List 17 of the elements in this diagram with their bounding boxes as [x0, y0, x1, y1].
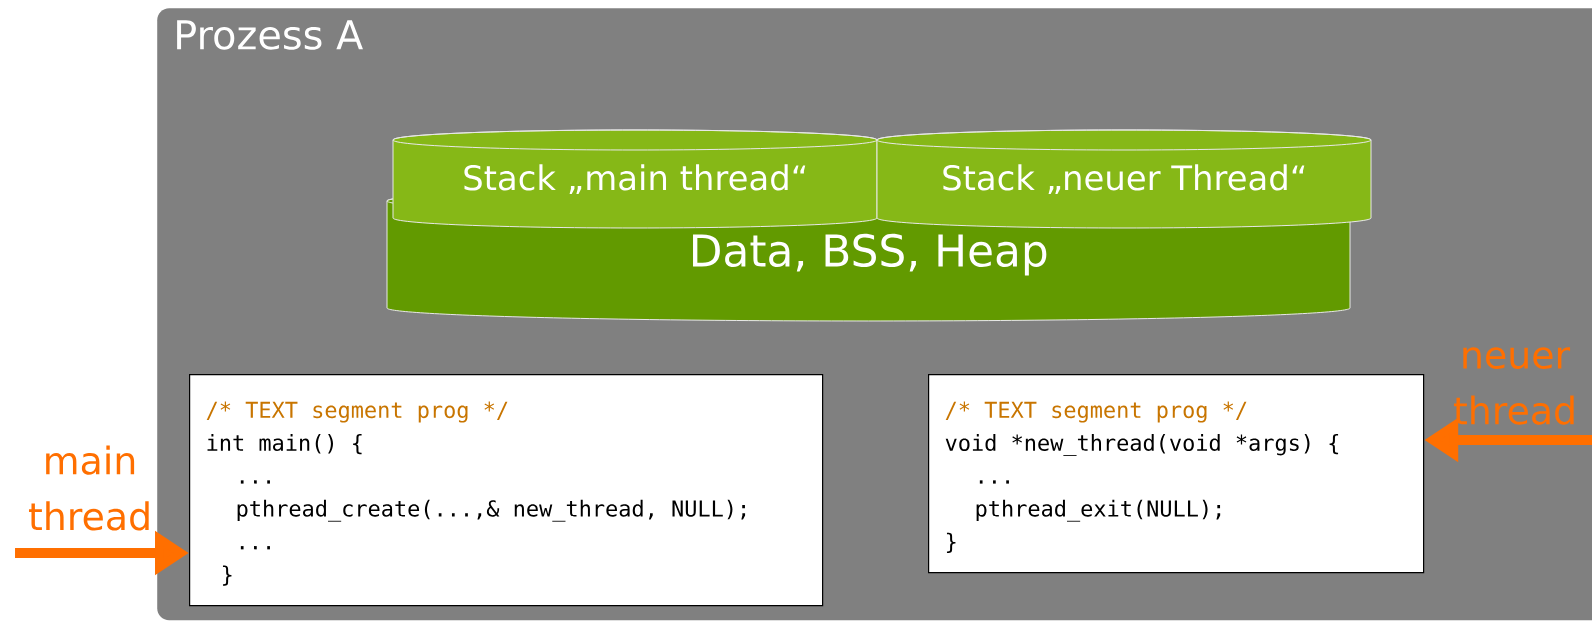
code-box: [928, 374, 1425, 574]
code-line: }: [222, 565, 232, 586]
code-line: ...: [240, 480, 270, 484]
edge-label: main thread: [29, 445, 149, 531]
edge-label: neuer thread: [1453, 347, 1574, 425]
code-line: ...: [240, 546, 270, 550]
code-line: /* TEXT segment prog */: [206, 401, 508, 423]
code-line: int main() {: [207, 434, 362, 455]
code-line: }: [946, 532, 956, 553]
code-box: [189, 374, 824, 607]
cylinder: Stack „main thread“: [392, 129, 878, 229]
code-line: ...: [979, 480, 1009, 484]
code-line: void *new_thread(void *args) {: [945, 434, 1339, 456]
code-line: pthread_exit(NULL);: [976, 499, 1221, 522]
code-line: /* TEXT segment prog */: [945, 401, 1247, 423]
code-line: pthread_create(...,& new_thread, NULL);: [237, 499, 746, 522]
cylinder: Stack „neuer Thread“: [876, 129, 1372, 229]
